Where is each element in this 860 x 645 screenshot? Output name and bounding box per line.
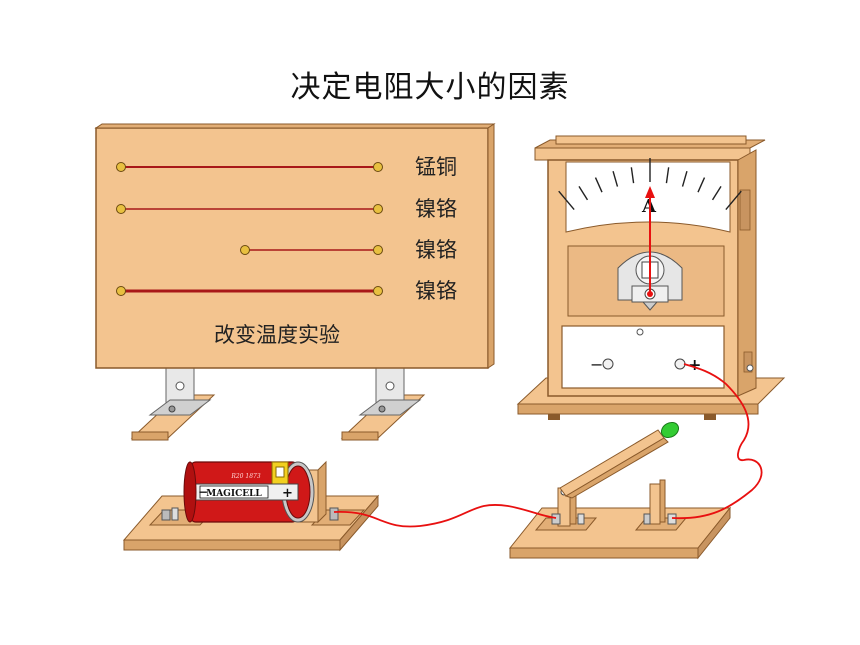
dial-tick	[665, 167, 670, 184]
terminal-plus-label: +	[688, 355, 701, 374]
right-stand	[340, 367, 426, 441]
ammeter: A − +	[516, 135, 786, 420]
dial-tick	[681, 170, 688, 187]
battery-brand: MAGICELL	[206, 489, 262, 499]
wire-switch-to-ammeter	[671, 363, 763, 520]
dial-tick	[630, 167, 635, 184]
dial-tick	[711, 185, 722, 201]
wire-2: 镍铬	[116, 197, 457, 221]
left-stand	[130, 367, 216, 441]
battery-plus: +	[282, 486, 293, 501]
connecting-wires	[333, 363, 763, 528]
needle	[645, 186, 655, 297]
dial-scale	[558, 158, 742, 211]
terminal-minus-label: −	[590, 355, 603, 374]
dial-tick	[697, 177, 706, 193]
wire-4-label: 镍铬	[415, 279, 457, 303]
battery-minus: −	[198, 485, 208, 499]
battery-model: R20 1873	[230, 473, 261, 480]
wire-2-label: 镍铬	[415, 197, 457, 221]
wire-1: 锰铜	[116, 155, 457, 179]
dial-tick	[612, 170, 619, 187]
dial-tick	[725, 190, 742, 211]
page-title: 决定电阻大小的因素	[290, 70, 570, 105]
battery-holder: MAGICELL − + R20 1873	[122, 460, 380, 552]
dial-tick	[594, 177, 603, 193]
dial-tick	[578, 185, 589, 201]
board-caption: 改变温度实验	[214, 323, 340, 347]
knife-switch	[508, 419, 732, 560]
terminal-plus[interactable]	[674, 358, 686, 370]
wire-3-label: 镍铬	[415, 238, 457, 262]
resistance-board: 锰铜 镍铬 镍铬 镍铬 改变温度实验	[94, 123, 496, 441]
terminal-minus[interactable]	[602, 358, 614, 370]
wire-battery-to-switch	[333, 504, 557, 528]
dial-tick	[558, 190, 575, 211]
wire-4: 镍铬	[116, 279, 457, 303]
wire-3: 镍铬	[240, 238, 457, 262]
wire-1-label: 锰铜	[415, 155, 457, 179]
switch-blade[interactable]	[559, 419, 682, 499]
battery: MAGICELL − + R20 1873	[183, 461, 315, 523]
switch-handle[interactable]	[659, 419, 682, 440]
